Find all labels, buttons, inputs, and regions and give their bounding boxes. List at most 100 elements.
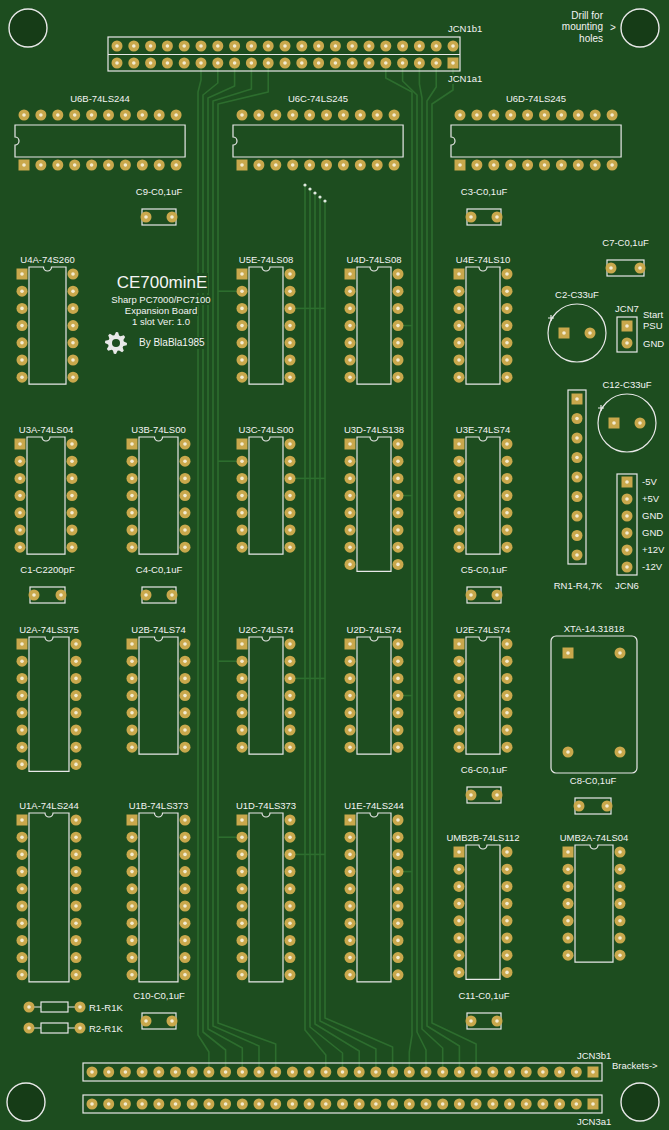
pad-round	[454, 525, 465, 536]
drill-hole	[70, 477, 74, 481]
pad-round	[24, 1023, 35, 1034]
pad-square	[127, 439, 138, 450]
pad-round	[304, 1099, 315, 1110]
drill-hole	[170, 215, 174, 219]
drill-hole	[240, 745, 244, 749]
capacitor-outline	[607, 260, 644, 276]
pad-round	[502, 656, 513, 667]
resistor-footprint: R2-R1K	[23, 1022, 124, 1034]
pad-round	[71, 707, 82, 718]
pad-round	[127, 525, 138, 536]
drill-hole	[469, 215, 473, 219]
connector-outline	[83, 1063, 602, 1081]
drill-hole	[457, 971, 461, 975]
drill-hole	[130, 870, 134, 874]
pad-round	[71, 935, 82, 946]
drill-hole	[140, 1102, 144, 1106]
pad-round	[128, 58, 139, 69]
drill-hole	[274, 113, 278, 117]
drill-hole	[20, 307, 24, 311]
pad-round	[571, 1099, 582, 1110]
drill-hole	[384, 61, 388, 65]
drill-hole	[250, 44, 254, 48]
drill-hole	[348, 659, 352, 663]
pad-round	[285, 707, 296, 718]
pad-round	[345, 337, 356, 348]
drill-hole	[357, 1102, 361, 1106]
pad-round	[162, 58, 173, 69]
pad-round	[454, 864, 465, 875]
drill-hole	[288, 511, 292, 515]
drill-hole	[240, 694, 244, 698]
drill-hole	[424, 1102, 428, 1106]
drill-hole	[288, 728, 292, 732]
ic-outline	[29, 267, 66, 384]
pad-round	[304, 1067, 315, 1078]
drill-hole	[325, 113, 329, 117]
drill-hole	[240, 728, 244, 732]
pad-round	[237, 110, 248, 121]
pad-round	[285, 883, 296, 894]
drill-hole	[457, 375, 461, 379]
drill-hole	[543, 163, 547, 167]
drill-hole	[495, 1019, 499, 1023]
drill-hole	[591, 1070, 595, 1074]
pad-round	[296, 58, 307, 69]
capacitor-footprint: C1-C2200pF	[19, 565, 75, 603]
pad-round	[67, 456, 78, 467]
drill-hole	[441, 1102, 445, 1106]
drill-hole	[183, 642, 187, 646]
pad-round	[103, 1067, 114, 1078]
drill-hole	[505, 971, 509, 975]
pad-round	[522, 110, 533, 121]
silkscreen-note: GND	[641, 511, 664, 522]
drill-hole	[27, 1026, 31, 1030]
drill-hole	[575, 1070, 579, 1074]
pad-round	[127, 935, 138, 946]
silkscreen-note: +5V	[641, 494, 660, 505]
drill-hole	[18, 459, 22, 463]
pad-round	[448, 41, 459, 52]
pad-round	[285, 269, 296, 280]
pad-round	[572, 472, 583, 483]
drill-hole	[288, 939, 292, 943]
part-label: C2-C33uF	[554, 290, 600, 301]
pad-round	[180, 969, 191, 980]
drill-hole	[457, 711, 461, 715]
ic-footprint: U1E-74LS244	[343, 801, 405, 981]
drill-hole	[348, 818, 352, 822]
drill-hole	[560, 113, 564, 117]
pad-round	[237, 969, 248, 980]
pad-round	[17, 849, 28, 860]
drill-hole	[618, 885, 622, 889]
drill-hole	[183, 956, 187, 960]
pad-round	[120, 160, 131, 171]
pad-round	[127, 866, 138, 877]
part-label: UMB2A-74LS04	[559, 833, 630, 844]
pad-round	[71, 690, 82, 701]
pad-round	[270, 1099, 281, 1110]
drill-hole	[32, 593, 36, 597]
pad-round	[237, 355, 248, 366]
drill-hole	[130, 711, 134, 715]
pad-round	[622, 511, 633, 522]
pad-round	[280, 58, 291, 69]
drill-hole	[240, 163, 244, 167]
drill-hole	[375, 113, 379, 117]
drill-hole	[348, 973, 352, 977]
pad-round	[180, 439, 191, 450]
pad-round	[237, 742, 248, 753]
pad-round	[615, 847, 626, 858]
drill-hole	[74, 818, 78, 822]
drill-hole	[474, 1102, 478, 1106]
pad-round	[67, 473, 78, 484]
drill-hole	[174, 113, 178, 117]
pad-round	[127, 969, 138, 980]
pad-square	[345, 639, 356, 650]
drill-hole	[505, 545, 509, 549]
pad-round	[254, 1067, 265, 1078]
drill-hole	[505, 919, 509, 923]
pad-round	[296, 41, 307, 52]
drill-hole	[505, 375, 509, 379]
drill-hole	[257, 163, 261, 167]
